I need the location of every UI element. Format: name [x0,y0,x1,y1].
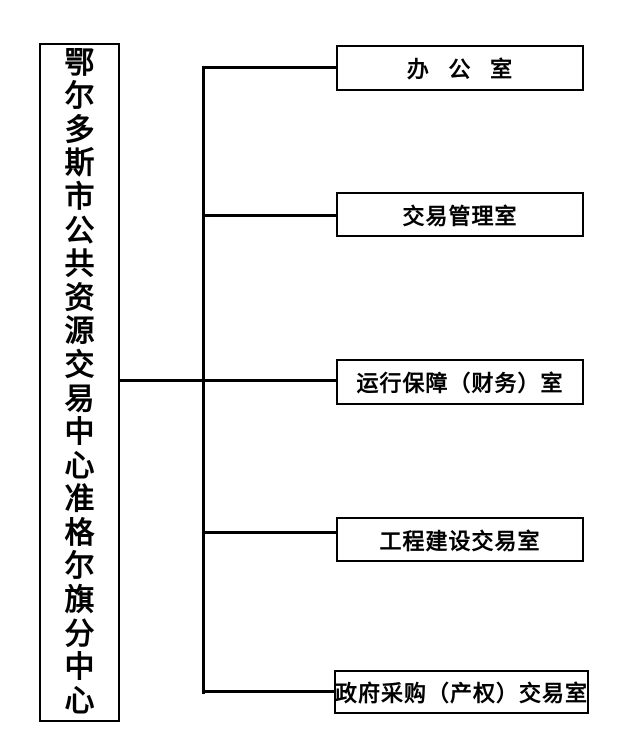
dept-label-government-procurement: 政府采购（产权）交易室 [335,682,589,707]
dept-label-trade-management: 交易管理室 [402,204,518,230]
connector-branch-trade-management [202,214,336,217]
connector-branch-engineering [202,531,336,534]
connector-root-horizontal [118,379,336,382]
root-org-label: 鄂尔多斯市公共资源交易中心准格尔旗分中心 [64,45,95,719]
dept-box-trade-management: 交易管理室 [336,192,584,237]
connector-branch-office [202,66,336,69]
dept-box-government-procurement: 政府采购（产权）交易室 [334,670,589,714]
dept-box-office: 办 公 室 [336,45,584,91]
dept-label-operations-finance: 运行保障（财务）室 [356,372,564,397]
dept-label-engineering-construction: 工程建设交易室 [379,529,541,555]
dept-box-engineering-construction: 工程建设交易室 [336,517,584,562]
connector-trunk-vertical [202,66,205,694]
root-org-box: 鄂尔多斯市公共资源交易中心准格尔旗分中心 [39,43,120,722]
dept-box-operations-finance: 运行保障（财务）室 [336,359,584,405]
dept-label-office: 办 公 室 [406,58,514,83]
connector-branch-procurement [202,690,336,693]
